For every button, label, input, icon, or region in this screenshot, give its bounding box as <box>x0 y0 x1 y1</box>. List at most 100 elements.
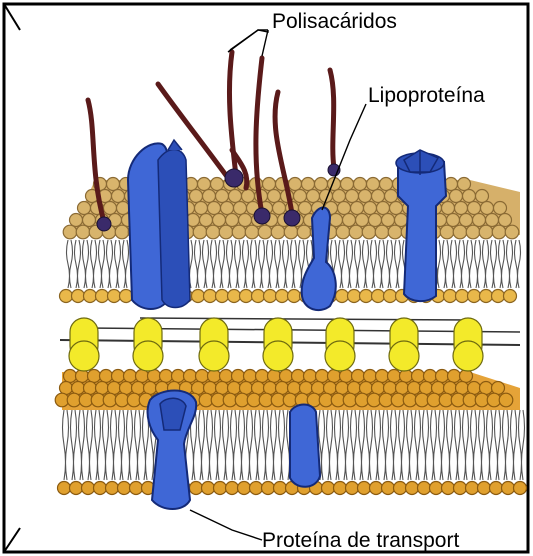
lipid-tail <box>222 240 225 288</box>
phospholipid-head <box>448 370 461 383</box>
phospholipid-head <box>351 202 364 215</box>
phospholipid-head <box>367 178 380 191</box>
phospholipid-head <box>219 225 233 239</box>
lipid-tail <box>386 410 389 480</box>
lipid-tail <box>118 240 121 288</box>
lipid-tail <box>502 240 505 288</box>
phospholipid-head <box>450 190 463 203</box>
phospholipid-head <box>514 482 527 495</box>
lipid-tail <box>119 410 122 480</box>
lipid-tail <box>507 240 510 288</box>
phospholipid-head <box>312 382 325 395</box>
lipid-tail <box>519 410 522 480</box>
lipid-tail <box>391 410 394 480</box>
lipid-tail <box>366 240 369 288</box>
phospholipid-head <box>240 382 253 395</box>
phospholipid-head <box>288 382 301 395</box>
lipid-tail <box>463 410 466 480</box>
phospholipid-head <box>468 382 481 395</box>
phospholipid-head <box>444 382 457 395</box>
cholesterol-cylinder-end <box>69 341 99 371</box>
phospholipid-head <box>343 214 356 227</box>
phospholipid-head <box>360 290 373 303</box>
label-polysaccharides: Polisacáridos <box>272 10 397 33</box>
phospholipid-head <box>412 370 425 383</box>
phospholipid-head <box>160 370 173 383</box>
lipid-tail <box>70 240 73 288</box>
phospholipid-head <box>466 482 479 495</box>
lipid-tail <box>474 410 477 480</box>
lipid-tail <box>478 240 481 288</box>
phospholipid-head <box>370 482 383 495</box>
lipid-tail <box>238 240 241 288</box>
lipid-tail <box>123 240 126 288</box>
glycoprotein-knob <box>97 217 111 231</box>
phospholipid-head <box>118 482 131 495</box>
phospholipid-head <box>60 382 73 395</box>
phospholipid-head <box>380 178 393 191</box>
phospholipid-head <box>396 382 409 395</box>
phospholipid-head <box>473 214 486 227</box>
phospholipid-head <box>96 382 109 395</box>
phospholipid-head <box>206 225 220 239</box>
phospholipid-head <box>352 370 365 383</box>
phospholipid-head <box>418 482 431 495</box>
lipid-tail <box>515 240 518 288</box>
phospholipid-head <box>226 482 239 495</box>
phospholipid-head <box>288 290 301 303</box>
phospholipid-head <box>478 482 491 495</box>
phospholipid-head <box>234 202 247 215</box>
lipid-tail <box>199 410 202 480</box>
lipid-tail <box>195 240 198 288</box>
lipid-tail <box>207 410 210 480</box>
phospholipid-head <box>196 370 209 383</box>
lipid-tail <box>110 240 113 288</box>
lipid-tail <box>322 410 325 480</box>
cylinder-layer <box>60 318 520 371</box>
phospholipid-head <box>64 370 77 383</box>
phospholipid-head <box>124 370 137 383</box>
lipid-tail <box>299 240 302 288</box>
frame-corner-bottom <box>4 528 20 552</box>
lipid-tail <box>471 410 474 480</box>
lipid-tail <box>203 240 206 288</box>
phospholipid-head <box>336 382 349 395</box>
phospholipid-head <box>204 382 217 395</box>
phospholipid-head <box>336 290 349 303</box>
cholesterol-cylinder-end <box>325 341 355 371</box>
lipid-tail <box>79 410 82 480</box>
phospholipid-head <box>424 370 437 383</box>
lipid-tail <box>122 410 125 480</box>
lipid-tail <box>371 240 374 288</box>
phospholipid-head <box>406 482 419 495</box>
phospholipid-head <box>262 482 275 495</box>
lipid-tail <box>214 240 217 288</box>
phospholipid-head <box>63 225 77 239</box>
lipid-tail <box>398 240 401 288</box>
lipid-tail <box>495 410 498 480</box>
lipid-tail <box>358 240 361 288</box>
phospholipid-head <box>220 370 233 383</box>
lipid-tail <box>227 240 230 288</box>
lipid-tail <box>438 240 441 288</box>
lipid-tail <box>482 410 485 480</box>
lipid-tail <box>263 410 266 480</box>
phospholipid-head <box>216 382 229 395</box>
left-channel-protein <box>128 140 190 309</box>
phospholipid-head <box>408 382 421 395</box>
lipid-tail <box>335 410 338 480</box>
lipid-tail <box>407 410 410 480</box>
phospholipid-head <box>203 190 216 203</box>
phospholipid-head <box>216 290 229 303</box>
phospholipid-head <box>192 382 205 395</box>
phospholipid-head <box>106 482 119 495</box>
phospholipid-head <box>192 290 205 303</box>
lipid-tail <box>247 410 250 480</box>
lipid-tail <box>330 410 333 480</box>
phospholipid-head <box>107 178 120 191</box>
lipid-tail <box>355 240 358 288</box>
transport-protein <box>148 391 197 510</box>
phospholipid-head <box>330 214 343 227</box>
cholesterol-cylinder-end <box>389 341 419 371</box>
lipid-tail <box>250 410 253 480</box>
